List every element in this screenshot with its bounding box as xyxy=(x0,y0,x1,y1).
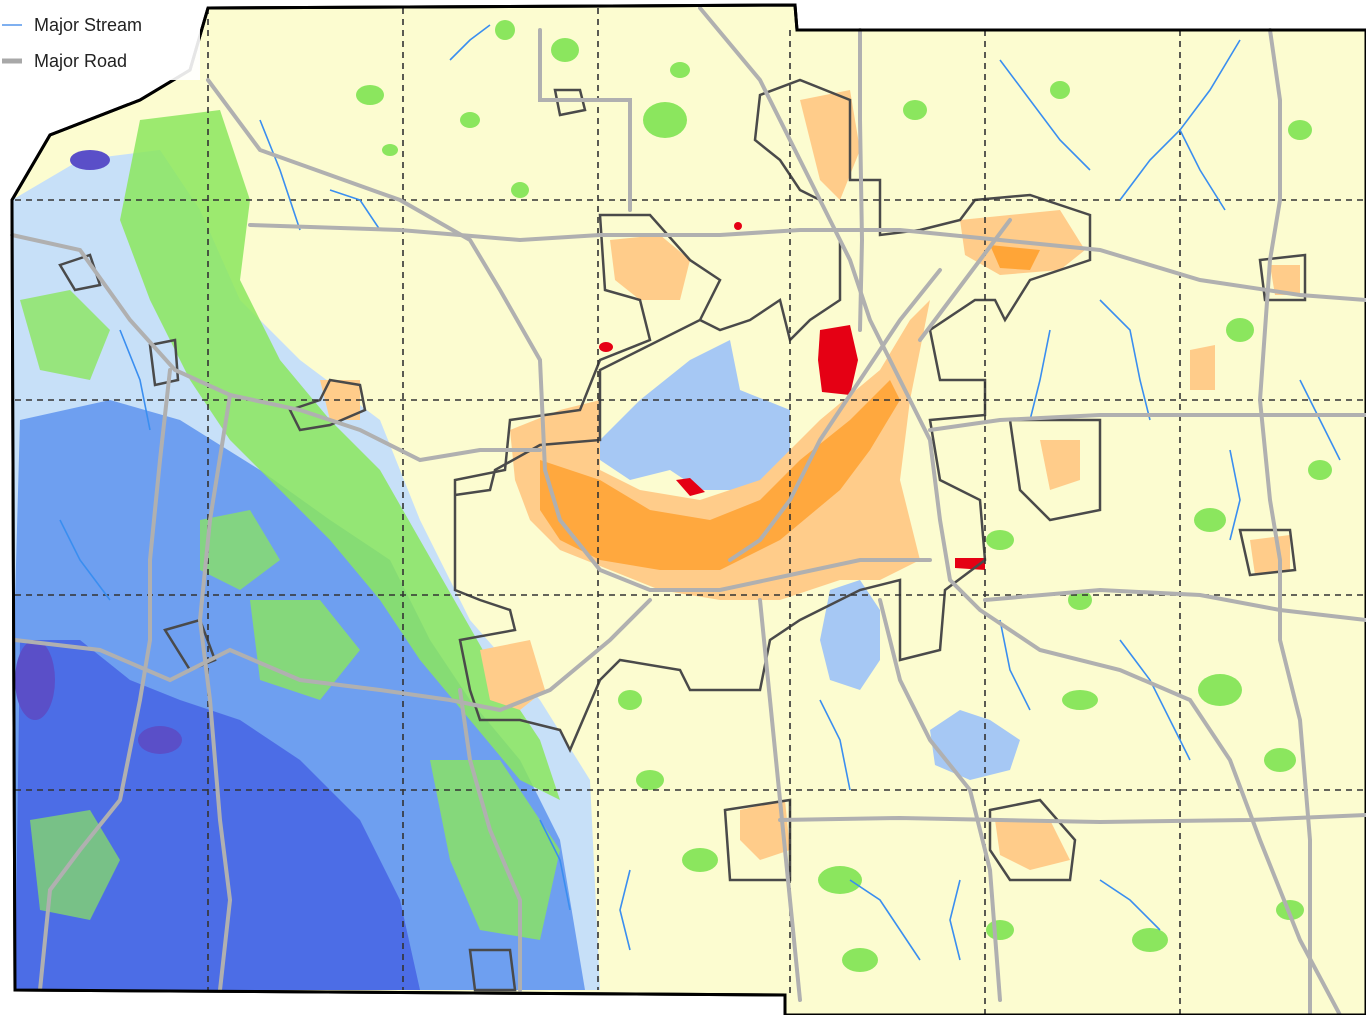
high-value-areas xyxy=(599,222,985,570)
urban-density xyxy=(320,90,1300,870)
stream-line-icon xyxy=(2,24,22,26)
green-patches xyxy=(356,20,1332,972)
legend-label-major-stream: Major Stream xyxy=(34,14,143,35)
township-grid xyxy=(15,8,1366,1015)
major-roads xyxy=(10,6,1366,1015)
legend-label-major-road: Major Road xyxy=(34,50,128,71)
major-streams xyxy=(59,24,1341,961)
legend: Major Stream Major Road xyxy=(0,0,200,80)
road-line-icon xyxy=(2,58,22,64)
legend-item-major-stream: Major Stream xyxy=(0,13,142,37)
county-outline xyxy=(10,3,1366,1015)
western-wetland-zone xyxy=(12,110,600,990)
legend-item-major-road: Major Road xyxy=(0,49,127,73)
